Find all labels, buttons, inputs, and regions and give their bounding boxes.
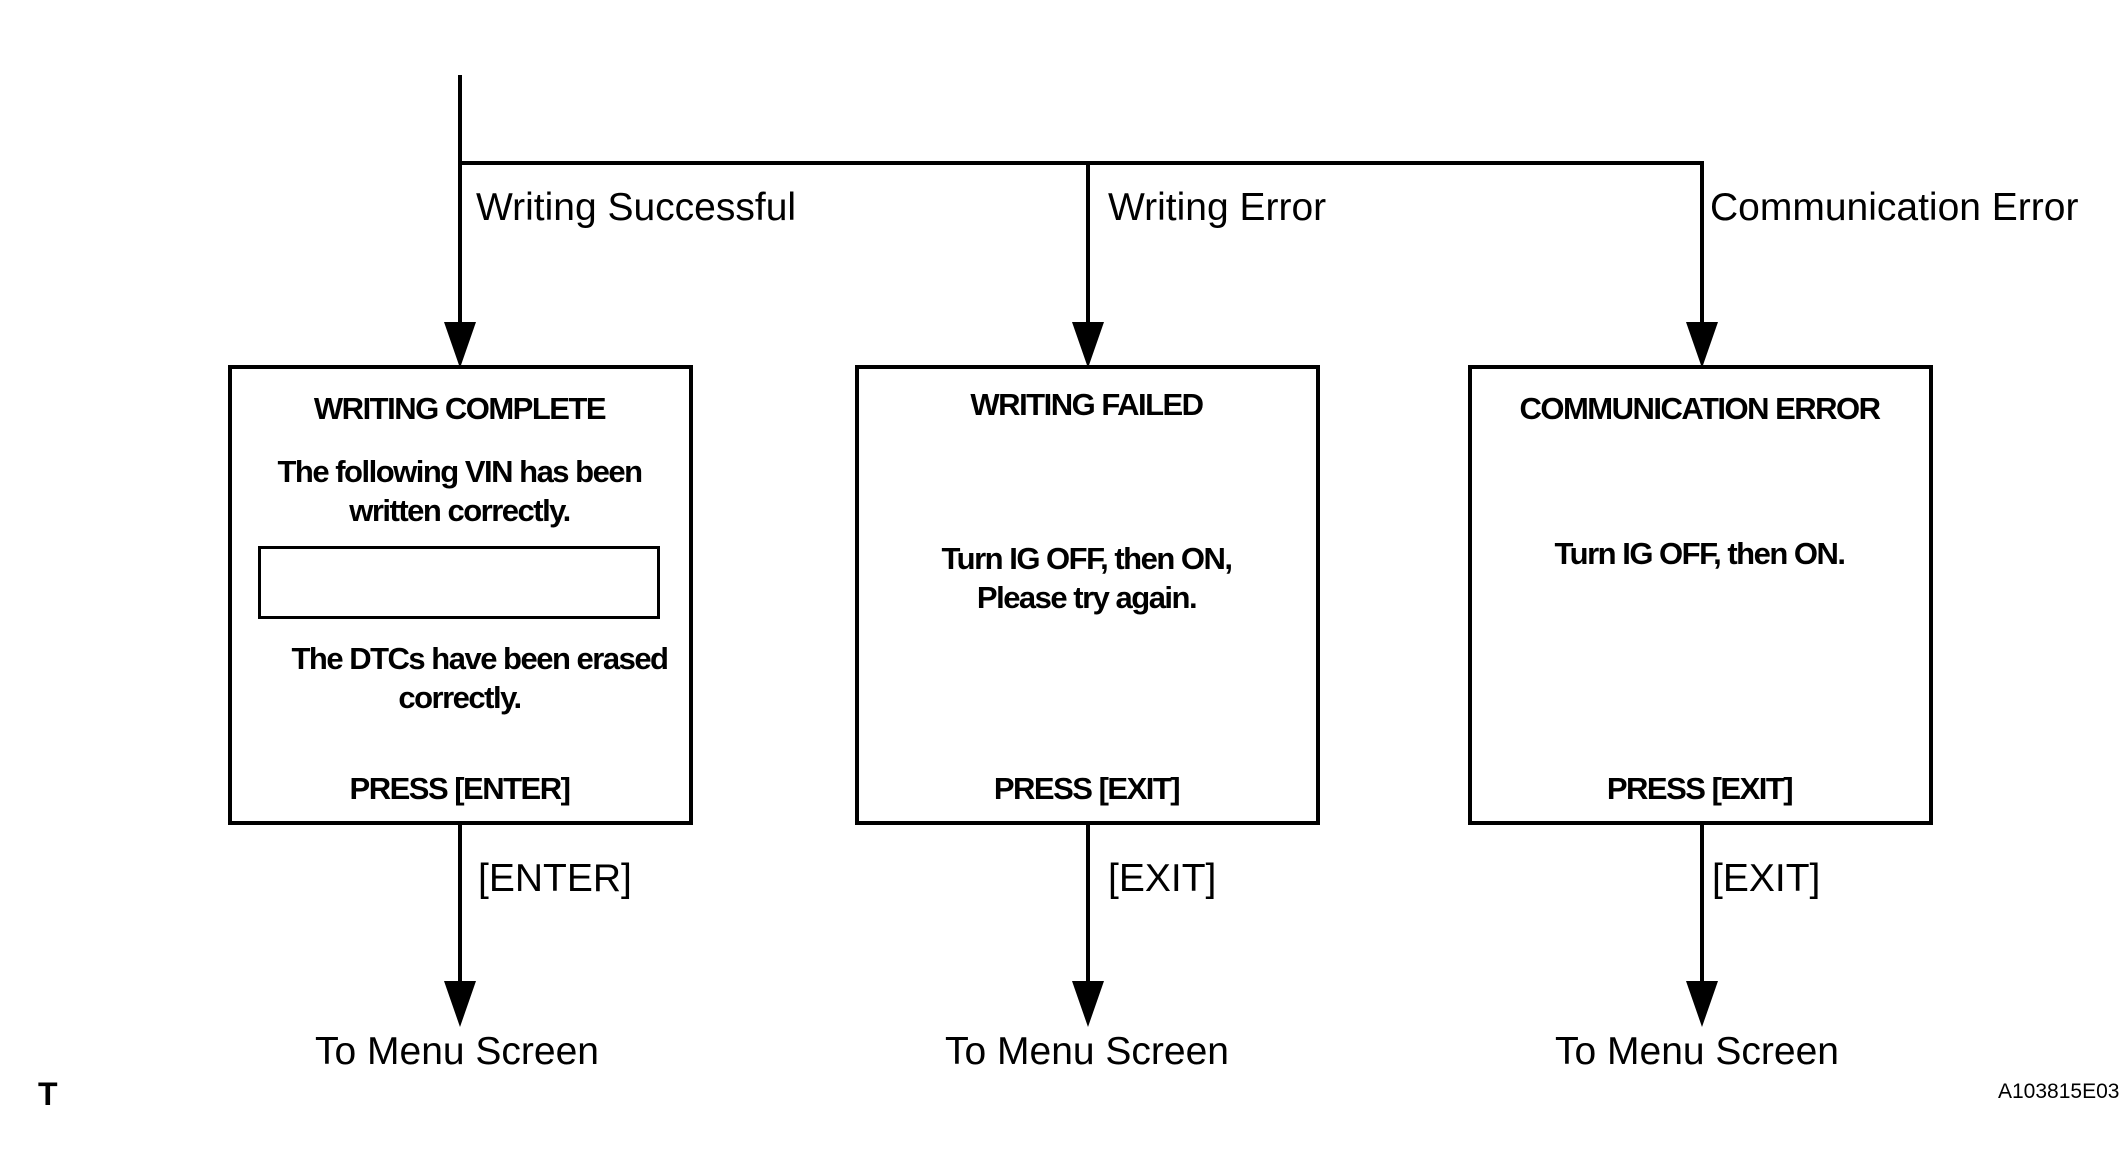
dtc-message-line2: correctly. bbox=[398, 680, 522, 715]
screen-title: WRITING COMPLETE bbox=[313, 391, 607, 426]
branch-label-comm-error: Communication Error bbox=[1710, 186, 2079, 229]
screen-writing-failed: WRITING FAILED Turn IG OFF, then ON, Ple… bbox=[855, 365, 1320, 825]
key-label-exit-comm: [EXIT] bbox=[1712, 857, 1821, 900]
retry-message-line1: Turn IG OFF, then ON, bbox=[941, 541, 1233, 576]
figure-code: A103815E03 bbox=[1998, 1080, 2120, 1103]
corner-mark: T bbox=[38, 1076, 58, 1112]
retry-message-line2: Please try again. bbox=[976, 580, 1198, 615]
destination-comm: To Menu Screen bbox=[1555, 1030, 1839, 1073]
destination-failed: To Menu Screen bbox=[945, 1030, 1229, 1073]
arrowhead-menu-success bbox=[444, 981, 476, 1027]
screen-prompt: PRESS [EXIT] bbox=[1606, 771, 1794, 806]
vin-message-line2: written correctly. bbox=[349, 493, 571, 528]
screen-title: COMMUNICATION ERROR bbox=[1519, 391, 1881, 426]
arrowhead-menu-comm bbox=[1686, 981, 1718, 1027]
destination-success: To Menu Screen bbox=[315, 1030, 599, 1073]
screen-title: WRITING FAILED bbox=[970, 387, 1204, 422]
vin-message-line1: The following VIN has been bbox=[277, 454, 643, 489]
arrowhead-success bbox=[444, 322, 476, 368]
key-label-enter: [ENTER] bbox=[478, 857, 632, 900]
branch-label-success: Writing Successful bbox=[476, 186, 797, 229]
branch-label-write-error: Writing Error bbox=[1108, 186, 1327, 229]
dtc-message-line1: The DTCs have been erased bbox=[291, 641, 670, 676]
vin-display-box bbox=[258, 546, 660, 619]
key-label-exit-failed: [EXIT] bbox=[1108, 857, 1217, 900]
screen-writing-complete: WRITING COMPLETE The following VIN has b… bbox=[228, 365, 693, 825]
arrowhead-write-error bbox=[1072, 322, 1104, 368]
screen-communication-error: COMMUNICATION ERROR Turn IG OFF, then ON… bbox=[1468, 365, 1933, 825]
arrowhead-comm-error bbox=[1686, 322, 1718, 368]
screen-prompt: PRESS [ENTER] bbox=[349, 771, 571, 806]
comm-message-line1: Turn IG OFF, then ON. bbox=[1554, 536, 1846, 571]
arrowhead-menu-failed bbox=[1072, 981, 1104, 1027]
screen-prompt: PRESS [EXIT] bbox=[993, 771, 1181, 806]
